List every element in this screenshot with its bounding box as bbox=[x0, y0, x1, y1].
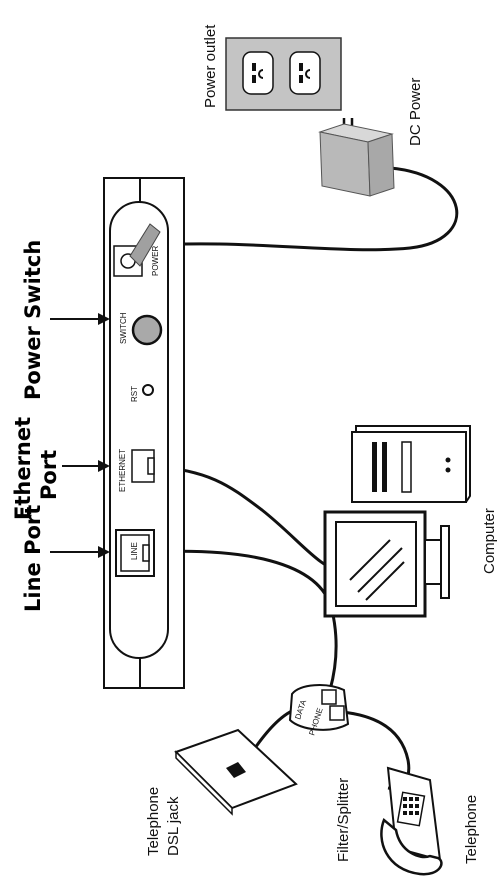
ethernet-port-label-line2: Port bbox=[37, 450, 61, 500]
dc-power-label: DC Power bbox=[407, 78, 424, 146]
line-port-label: Line Port bbox=[21, 505, 45, 612]
svg-text:LINE: LINE bbox=[130, 542, 139, 560]
computer-tower bbox=[351, 425, 471, 503]
filter-splitter: DATA PHONE bbox=[288, 684, 350, 737]
svg-text:ETHERNET: ETHERNET bbox=[118, 449, 127, 492]
modem-device: POWER SWITCH RST ETHERNET LINE bbox=[103, 177, 185, 689]
power-outlet bbox=[225, 37, 342, 111]
power-switch-label: Power Switch bbox=[21, 240, 45, 400]
outlet-socket-1 bbox=[242, 51, 274, 95]
power-outlet-label: Power outlet bbox=[202, 24, 219, 108]
telephone-label: Telephone bbox=[463, 795, 480, 864]
telephone-dsl-jack bbox=[174, 728, 298, 816]
dc-power-adapter bbox=[318, 118, 395, 197]
computer-label: Computer bbox=[481, 508, 498, 574]
telephone-dsl-jack-label-line1: Telephone bbox=[145, 787, 162, 856]
power-switch-button[interactable] bbox=[131, 314, 163, 346]
svg-text:SWITCH: SWITCH bbox=[119, 312, 128, 344]
computer-monitor bbox=[323, 510, 450, 618]
ethernet-port-arrow bbox=[62, 460, 110, 472]
telephone-handset bbox=[380, 817, 443, 876]
svg-text:RST: RST bbox=[130, 386, 139, 402]
outlet-socket-2 bbox=[289, 51, 321, 95]
computer bbox=[323, 425, 471, 618]
line-port-arrow bbox=[50, 546, 110, 558]
telephone-dsl-jack-label-line2: DSL jack bbox=[165, 796, 182, 856]
power-switch-arrow bbox=[50, 313, 110, 325]
filter-splitter-label: Filter/Splitter bbox=[335, 778, 352, 862]
dc-power-cable bbox=[141, 166, 459, 252]
reset-button[interactable] bbox=[142, 384, 154, 396]
ethernet-port-label-line1: Ethernet bbox=[11, 417, 35, 520]
ethernet-cable bbox=[149, 464, 346, 574]
power-plug bbox=[129, 223, 161, 267]
telephone bbox=[380, 766, 443, 876]
svg-text:POWER: POWER bbox=[151, 246, 160, 276]
